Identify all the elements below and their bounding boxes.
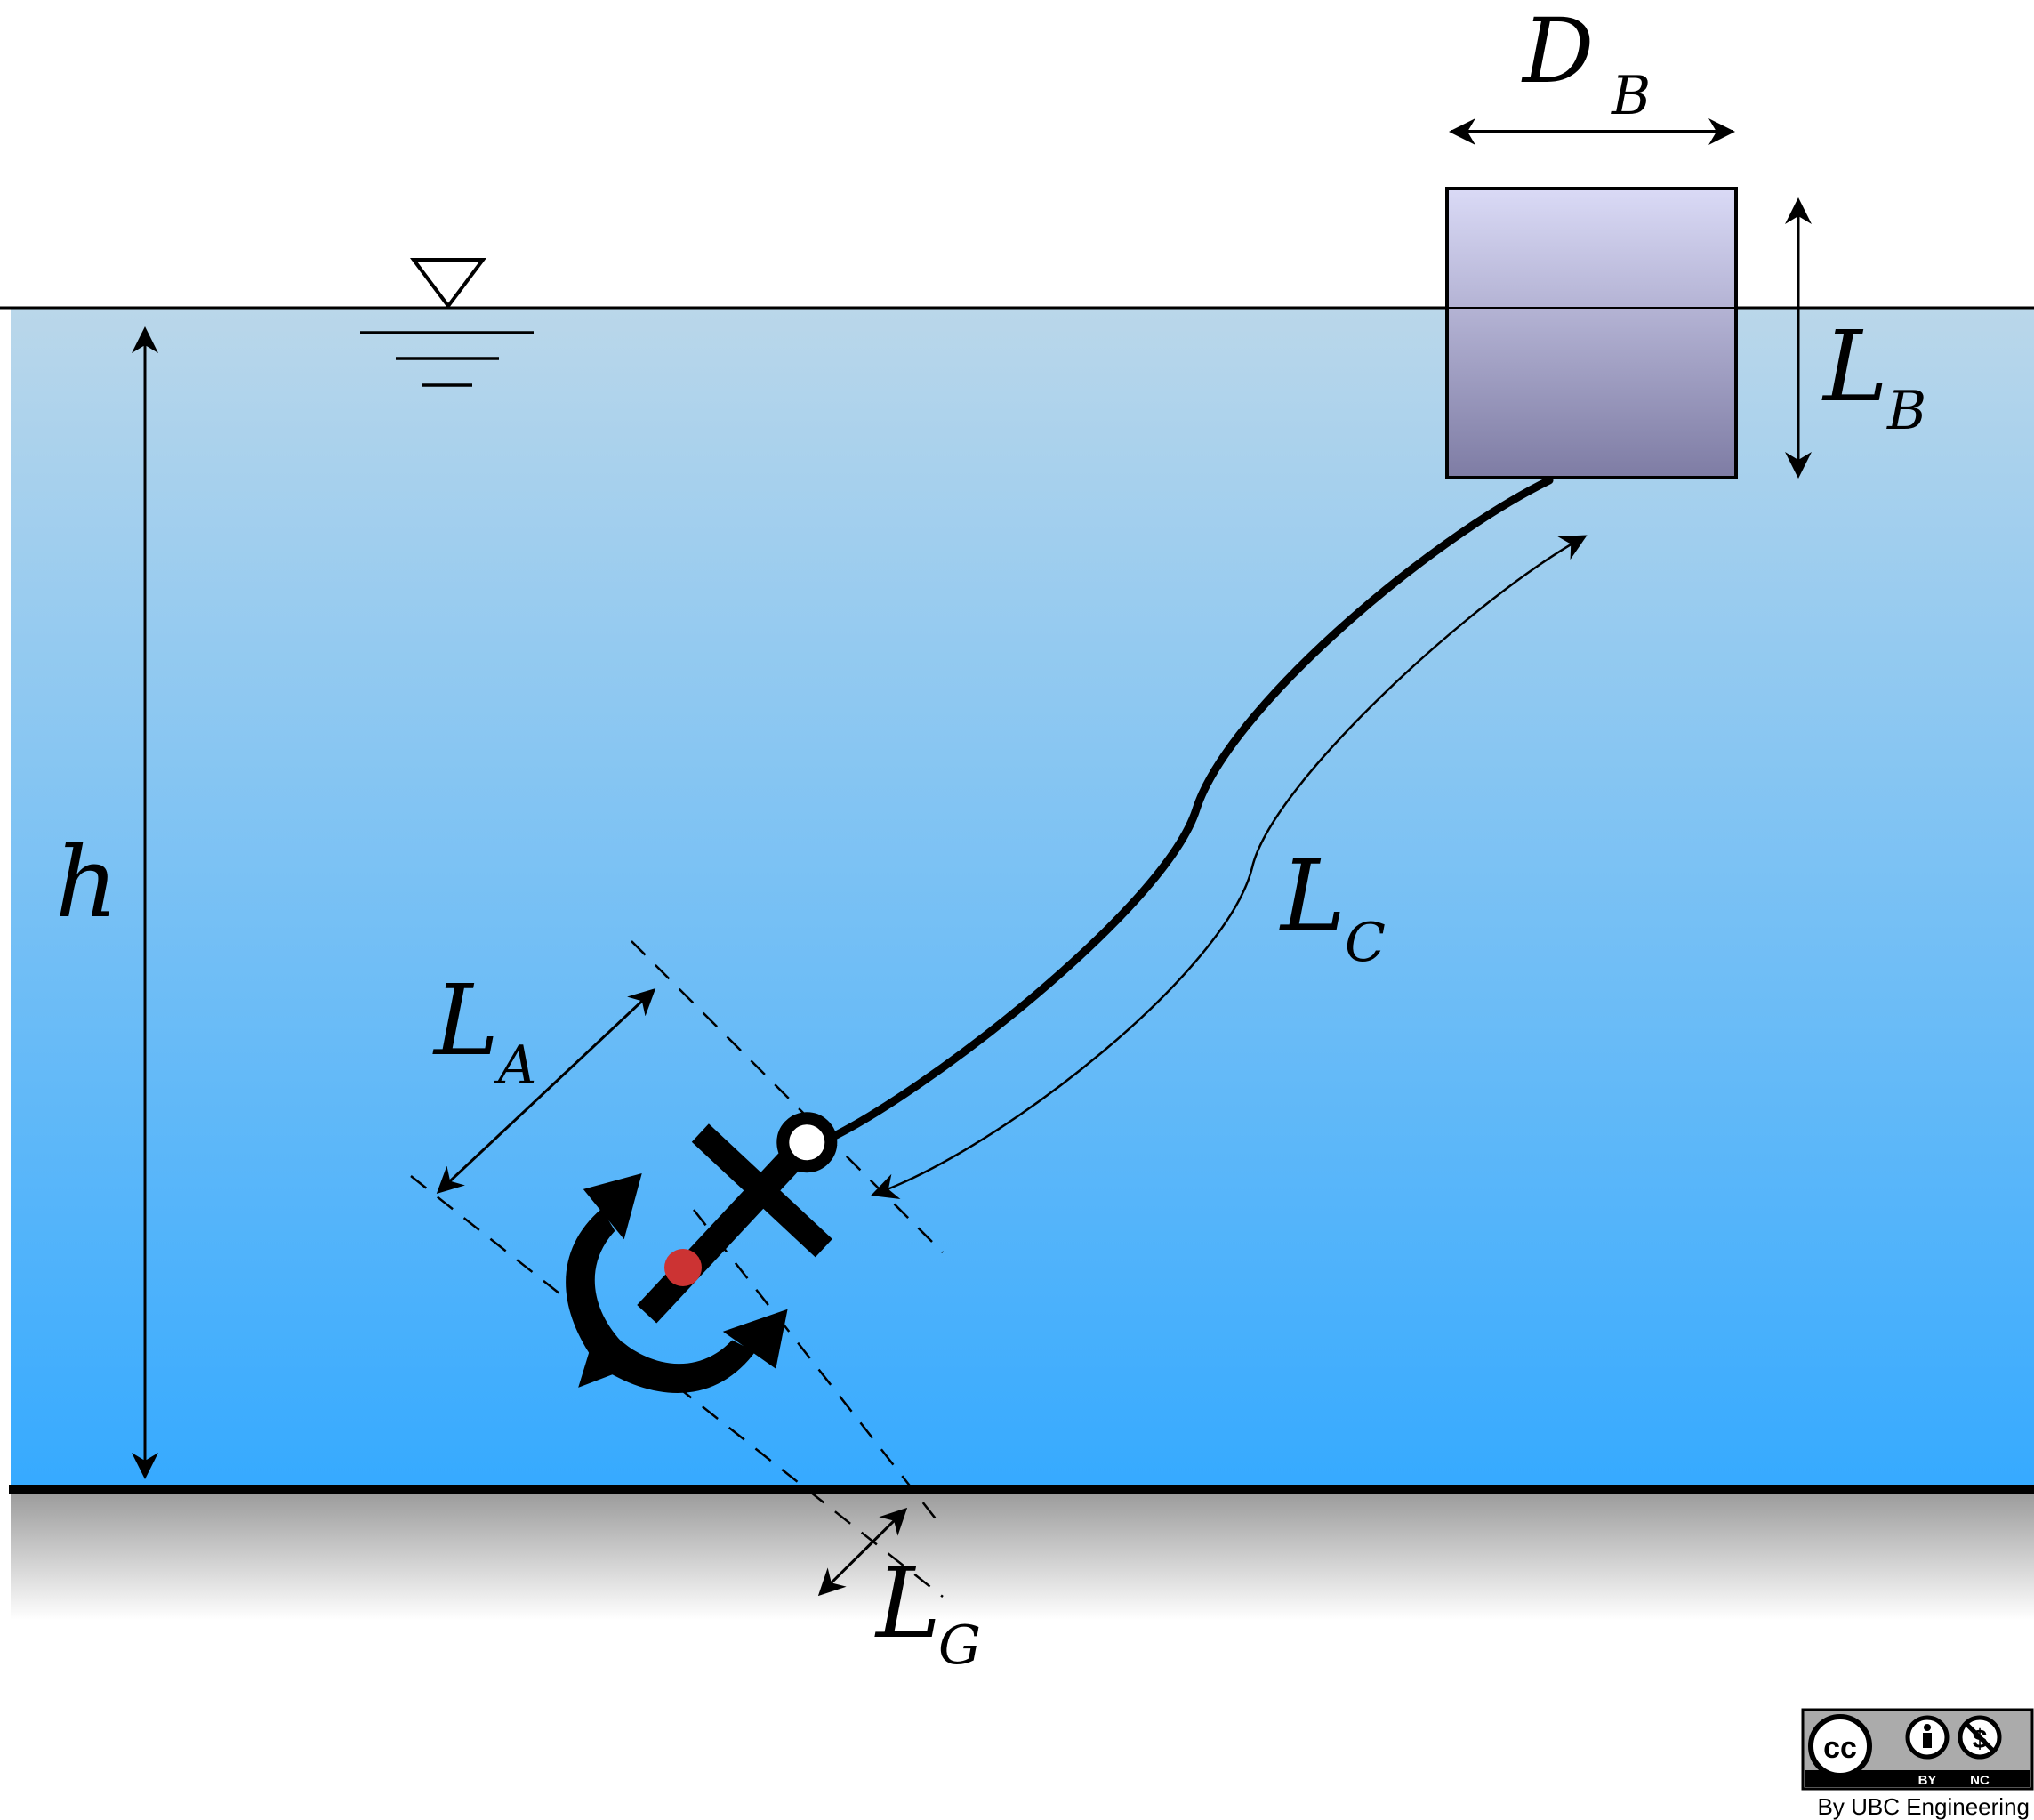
water-body [11,308,2034,1487]
svg-text:NC: NC [1970,1773,1990,1788]
water-level-symbol-icon [360,258,534,387]
buoy [1445,187,1738,479]
lb-label-main: L [1821,310,1888,423]
license-credit: By UBC Engineering [1818,1793,2030,1820]
cc-by-nc-badge-icon: cc $ BY NC [1801,1708,2034,1791]
lc-label-main: L [1279,839,1346,953]
la-dimension-arrow [436,987,656,1195]
db-label-sub: B [1611,65,1651,127]
lg-dimension-arrow [817,1507,908,1597]
svg-text:BY: BY [1918,1773,1937,1788]
lc-label-sub: C [1345,912,1386,974]
anchor-icon [566,1112,838,1393]
lg-label-main: L [874,1546,941,1660]
lb-label-sub: B [1886,380,1926,442]
h-label: h [55,825,118,939]
anchor-center-of-mass [664,1249,702,1286]
lc-dimension-arrow [871,535,1588,1199]
la-label-sub: A [494,1035,536,1097]
la-label-main: L [432,963,499,1077]
lg-label-sub: G [938,1615,981,1677]
db-label-main: D [1521,0,1594,103]
seabed-shadow [11,1491,2034,1620]
svg-text:cc: cc [1823,1731,1857,1765]
